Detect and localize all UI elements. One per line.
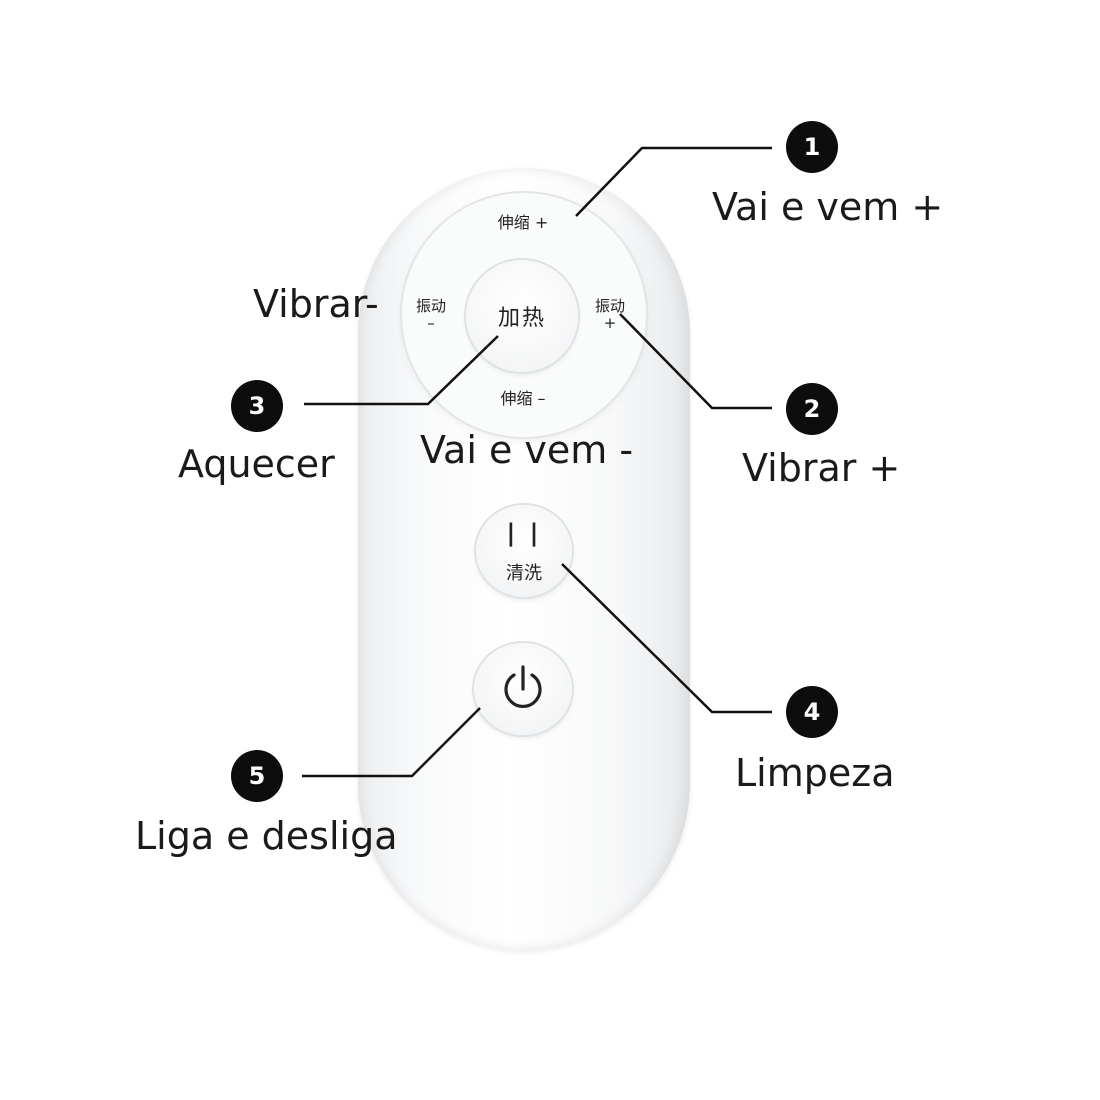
dpad-right-button[interactable]: 振动 + <box>580 298 640 332</box>
callout-marker-5: 5 <box>231 750 283 802</box>
callout-marker-4: 4 <box>786 686 838 738</box>
side-label-vai-e-vem-minus: Vai e vem - <box>420 428 634 472</box>
callout-label-3: Aquecer <box>178 442 335 486</box>
callout-label-4: Limpeza <box>735 751 895 795</box>
side-label-vibrar-minus: Vibrar- <box>253 282 379 326</box>
callout-label-1: Vai e vem + <box>712 185 944 229</box>
clean-button[interactable]: | | 清洗 <box>476 505 572 597</box>
callout-marker-1: 1 <box>786 121 838 173</box>
heat-button[interactable]: 加热 <box>466 260 578 372</box>
dpad-left-button[interactable]: 振动 – <box>402 298 460 332</box>
dpad-down-label[interactable]: 伸缩 – <box>500 389 546 408</box>
callout-marker-3: 3 <box>231 380 283 432</box>
dpad-left-sign: – <box>427 314 435 332</box>
dpad-up-label[interactable]: 伸缩 + <box>497 213 549 232</box>
power-icon <box>504 665 542 709</box>
callout-marker-2: 2 <box>786 383 838 435</box>
pause-icon: | | <box>506 519 542 547</box>
dpad-right-sign: + <box>603 314 617 332</box>
dpad-left-label: 振动 <box>415 297 446 315</box>
dpad-right-label: 振动 <box>594 297 625 315</box>
callout-label-2: Vibrar + <box>742 446 901 490</box>
clean-button-label: 清洗 <box>506 563 542 584</box>
power-button[interactable] <box>474 643 572 735</box>
callout-label-5: Liga e desliga <box>135 814 398 858</box>
